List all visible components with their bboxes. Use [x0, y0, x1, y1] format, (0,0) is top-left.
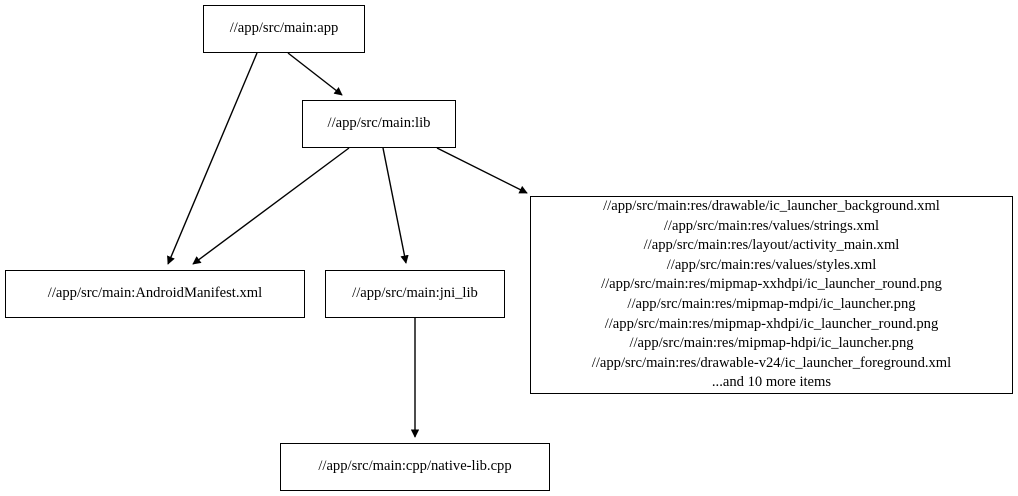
- graph-node-native-lib-cpp-label: //app/src/main:cpp/native-lib.cpp: [318, 458, 512, 475]
- graph-node-jni-lib[interactable]: //app/src/main:jni_lib: [325, 270, 505, 318]
- edge-app-to-lib: [287, 52, 343, 96]
- graph-node-resources[interactable]: //app/src/main:res/drawable/ic_launcher_…: [530, 196, 1013, 394]
- graph-node-jni-lib-label: //app/src/main:jni_lib: [352, 285, 478, 302]
- graph-node-lib-label: //app/src/main:lib: [327, 115, 431, 132]
- graph-node-android-manifest-label: //app/src/main:AndroidManifest.xml: [47, 285, 263, 302]
- edge-lib-to-manifest: [192, 147, 350, 265]
- graph-node-native-lib-cpp[interactable]: //app/src/main:cpp/native-lib.cpp: [280, 443, 550, 491]
- graph-node-app[interactable]: //app/src/main:app: [203, 5, 365, 53]
- edge-lib-to-resources: [436, 147, 528, 194]
- graph-node-android-manifest[interactable]: //app/src/main:AndroidManifest.xml: [5, 270, 305, 318]
- graph-node-resources-label: //app/src/main:res/drawable/ic_launcher_…: [591, 198, 952, 391]
- graph-node-lib[interactable]: //app/src/main:lib: [302, 100, 456, 148]
- graph-node-app-label: //app/src/main:app: [229, 20, 339, 37]
- edge-app-to-manifest: [167, 52, 258, 265]
- edge-lib-to-jni-lib: [382, 147, 409, 264]
